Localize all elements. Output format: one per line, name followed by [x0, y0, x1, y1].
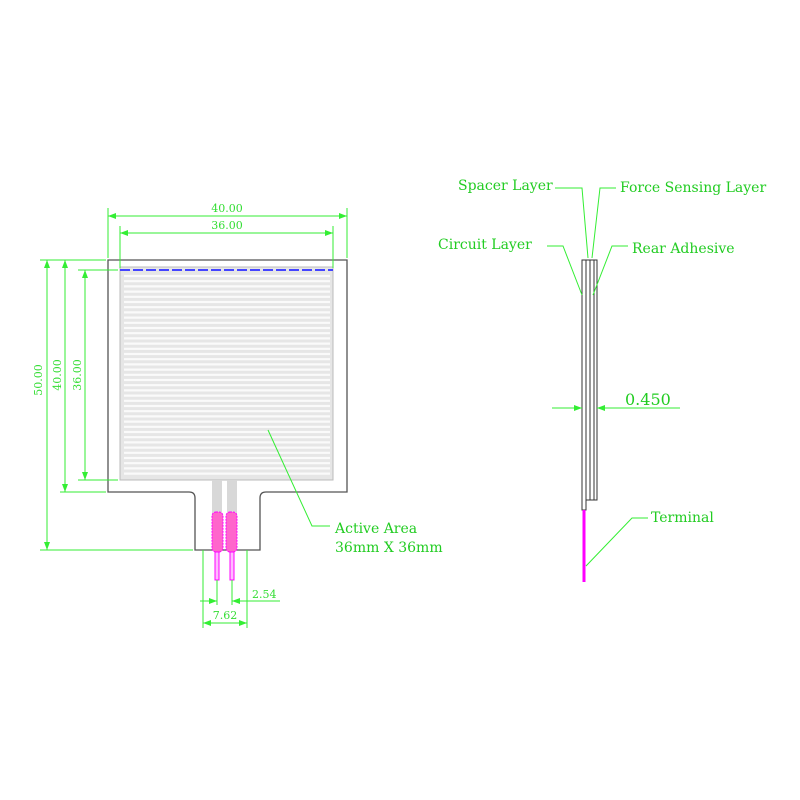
side-view: Spacer Layer Force Sensing Layer Circuit…: [438, 178, 766, 582]
dim-height-total: 50.00: [32, 364, 45, 396]
dim-height-active: 36.00: [71, 359, 84, 391]
terminal-pin-right: [229, 551, 235, 581]
label-spacer-layer: Spacer Layer: [458, 178, 553, 194]
label-force-sensing-layer: Force Sensing Layer: [620, 180, 766, 196]
sensing-traces: [124, 274, 330, 475]
label-circuit-layer: Circuit Layer: [438, 237, 532, 253]
label-rear-adhesive: Rear Adhesive: [632, 241, 735, 257]
tail-trace-left: [212, 480, 222, 515]
rear-adhesive-layer: [593, 259, 598, 501]
sensor-outline: [107, 259, 348, 551]
label-terminal: Terminal: [651, 510, 714, 526]
dim-width-active: 36.00: [211, 219, 243, 232]
spacer-layer: [585, 259, 591, 501]
terminal-pin-left: [214, 551, 220, 581]
dim-width-outer: 40.00: [211, 202, 243, 215]
tail-trace-right: [227, 480, 237, 515]
dim-thickness: 0.450: [625, 390, 671, 409]
circuit-layer: [581, 259, 587, 511]
dim-pin-pitch: 2.54: [252, 588, 277, 601]
active-area-label: Active Area: [334, 521, 417, 537]
terminal-pad-left: [211, 511, 224, 553]
dim-height-outer: 40.00: [51, 359, 64, 391]
active-area-size: 36mm X 36mm: [335, 540, 443, 556]
force-sensing-layer: [589, 259, 595, 501]
terminal-pad-right: [225, 511, 238, 553]
dim-pin-span: 7.62: [213, 609, 238, 622]
front-view: 40.00 36.00 50.00 40.00 36.00 2.54 7.62 …: [32, 202, 443, 628]
